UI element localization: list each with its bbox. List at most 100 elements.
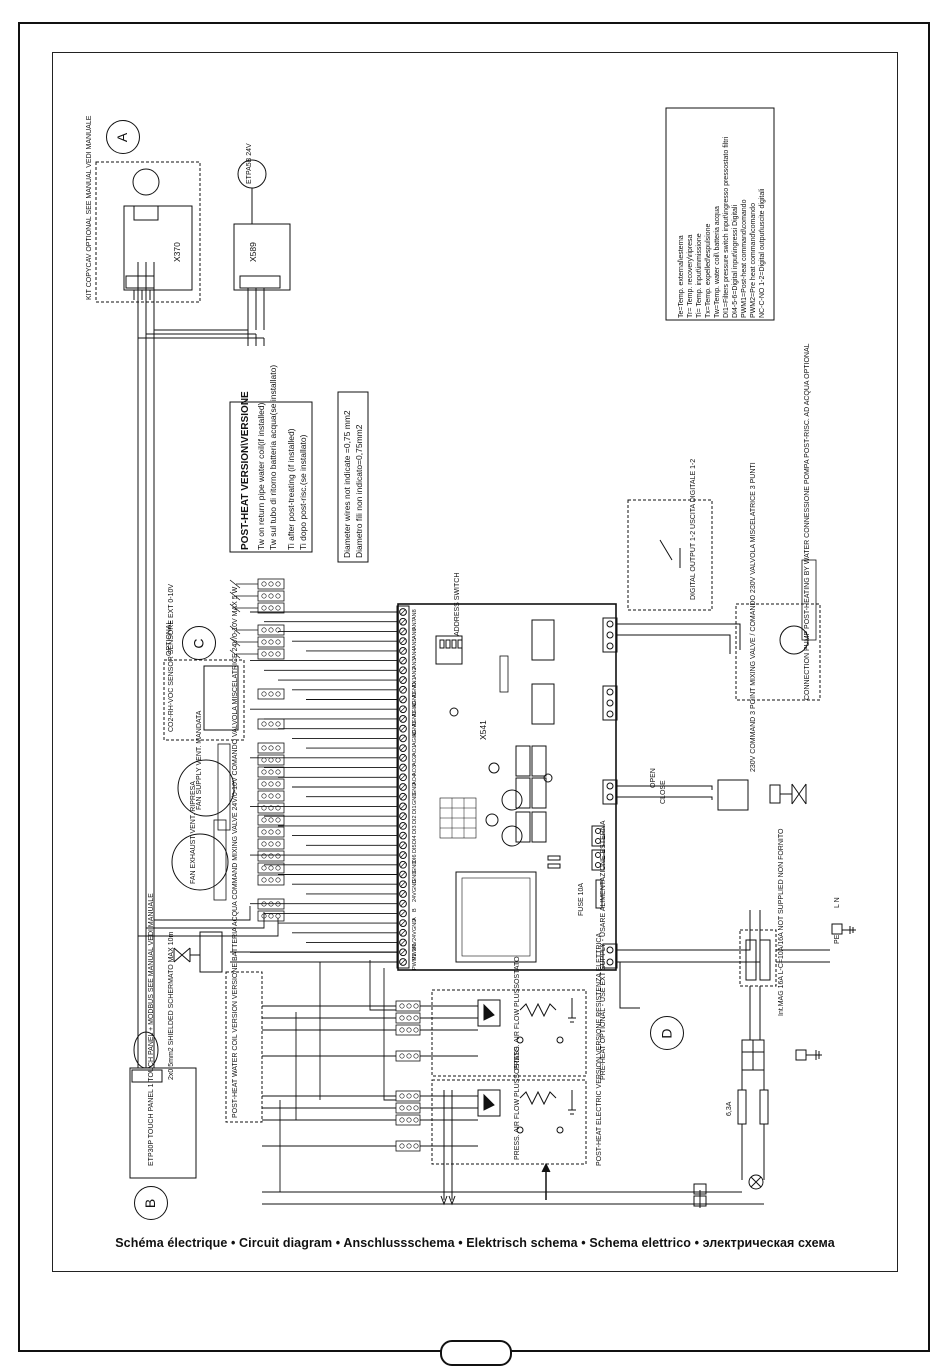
postheat-line-1: Tw on return pipe water coil(if installe… <box>256 402 266 550</box>
terminal-screw <box>399 802 407 811</box>
terminal-block <box>257 814 285 826</box>
harness-wire <box>138 918 279 937</box>
diameter-line-2: Diametro fili non indicato=0,75mm2 <box>354 424 364 558</box>
terminal-block <box>257 790 285 802</box>
board-pin-label: 24V <box>412 931 418 941</box>
page-number-tab <box>440 1340 512 1366</box>
fuse-2 <box>759 1089 769 1125</box>
board-relay-2 <box>531 683 555 725</box>
legend-box <box>665 107 775 321</box>
address-switch-label: ADDRESS SWITCH <box>454 572 461 636</box>
terminal-screw <box>399 831 407 840</box>
legend-line: Ti= Temp. input\immissione <box>696 233 703 318</box>
board-pin-label: B <box>412 907 418 912</box>
kit-optional-label: KIT COPYCAV OPTIONAL SEE MANUAL VEDI MAN… <box>86 115 93 300</box>
terminal-screw <box>399 627 407 636</box>
terminal-screw <box>399 919 407 928</box>
board-relay-1 <box>531 619 555 661</box>
terminal-screw <box>399 880 407 889</box>
terminal-screw <box>399 666 407 675</box>
relay-terminal-block-2 <box>602 685 618 721</box>
legend-line: Tr= Temp. recovery\ripresa <box>687 234 694 318</box>
pump-dashed-box <box>735 603 821 701</box>
terminal-block <box>257 802 285 814</box>
terminal-screw <box>399 734 407 743</box>
fuse-1 <box>737 1089 747 1125</box>
postheat-title: POST-HEAT VERSION\VERSIONE <box>240 391 251 550</box>
terminal-block <box>257 910 285 922</box>
terminal-screw <box>399 938 407 947</box>
terminal-screw <box>399 783 407 791</box>
temperature-probe <box>229 579 258 589</box>
postheat-line-4: Ti dopo post-risc.(se installato) <box>298 434 308 550</box>
legend-line: DI4-5-6=Digital input\ingressi Digitali <box>732 204 739 318</box>
board-pin-label: AGND <box>412 730 418 747</box>
terminal-screw <box>399 890 407 898</box>
terminal-screw <box>399 695 407 704</box>
postheat-line-2: Tw sul tubo di ritorno batteria acqua(se… <box>268 364 278 550</box>
fan-exhaust <box>171 833 229 891</box>
close-label: CLOSE <box>660 780 667 804</box>
callout-b: B <box>134 1186 168 1220</box>
terminal-block <box>257 850 285 862</box>
temperature-probe <box>229 649 258 659</box>
valve-cmd-label: 230V COMMAND 3 POINT MIXING VALVE / COMA… <box>750 462 757 772</box>
board-relay-4 <box>531 777 547 809</box>
relay-terminal-block-3 <box>602 779 618 805</box>
terminal-screw <box>399 715 407 723</box>
legend-line: Tx=Temp. expelled\espulsione <box>705 223 712 318</box>
callout-d: D <box>650 1016 684 1050</box>
main-board-label: X541 <box>478 720 488 740</box>
diagram-caption: Schéma électrique • Circuit diagram • An… <box>115 1236 835 1250</box>
etpa-label: ETPA5B 24V <box>246 143 253 184</box>
terminal-screw <box>399 821 407 830</box>
capacitor-1 <box>501 789 523 811</box>
terminal-screw <box>399 851 407 859</box>
shield-ellipse <box>133 1031 159 1069</box>
harness-wire <box>146 912 265 929</box>
terminal-screw <box>399 685 407 694</box>
terminal-screw <box>399 958 407 966</box>
temperature-probe <box>229 637 258 647</box>
terminal-screw <box>399 646 407 655</box>
x589-board <box>233 223 291 291</box>
terminal-screw <box>399 705 407 714</box>
relay-terminal-block-1 <box>602 617 618 653</box>
legend-line: Tw=Temp. water coil\ batteria acqua <box>714 206 721 318</box>
relay-terminal-block-4 <box>591 825 605 847</box>
main-board-outline <box>397 603 617 971</box>
terminal-block <box>257 688 285 700</box>
terminal-screw <box>399 841 407 850</box>
postheat-dashed-box <box>431 1079 587 1165</box>
harness-wire <box>154 906 251 921</box>
terminal-screw <box>399 773 407 782</box>
digital-output-box <box>627 499 713 611</box>
temperature-probe <box>229 603 258 613</box>
fuse-ext-label: 6,3A <box>726 1101 733 1116</box>
valve-230v-terminals <box>717 779 749 811</box>
terminal-screw <box>399 608 407 616</box>
legend-line: Te=Temp. external\esterna <box>678 235 685 318</box>
terminal-screw <box>399 744 407 753</box>
co2-sensor-label: CO2-RH-VOC SENSOR SENSORE EXT 0-10V <box>168 583 175 732</box>
transformer <box>455 871 537 963</box>
board-pin-label: PWM2 <box>412 953 418 971</box>
touch-panel-label: ETP30P TOUCH PANEL 1 TOUCH PANEL + MODBU… <box>148 893 155 1166</box>
touch-panel-box <box>129 1067 197 1179</box>
harness-wire <box>369 960 396 1011</box>
press-label-2: PRESS. AIR FLOW PLUSSOSTATO <box>514 1046 521 1160</box>
terminal-screw <box>399 763 407 772</box>
pump-label: CONNECTION PUMP POST-HEATING BY WATER CO… <box>804 343 811 700</box>
pe-label: PE <box>834 934 841 944</box>
valve-24v-box <box>199 931 223 973</box>
terminal-screw <box>399 948 407 957</box>
fan-exhaust-label: FAN EXHAUST VENT. RIPRESA <box>190 781 197 884</box>
board-relay-3 <box>531 745 547 777</box>
lamp <box>748 1174 764 1190</box>
board-pin-label: 24V <box>412 892 418 902</box>
mains-label: L N <box>834 897 841 908</box>
terminal-screw <box>399 792 407 801</box>
board-pin-label: DI4 <box>412 835 418 844</box>
terminal-block <box>257 754 285 766</box>
fuse-label: FUSE 10A <box>578 882 585 916</box>
